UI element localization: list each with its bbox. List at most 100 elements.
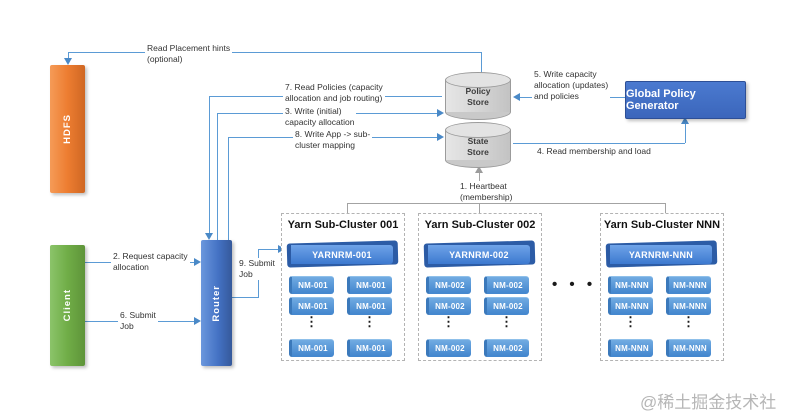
client-label: Client	[62, 289, 73, 322]
edge-label-request-capacity: 2. Request capacity allocation	[111, 251, 190, 274]
nm-label: NM-001	[356, 302, 386, 311]
sub-cluster-002: Yarn Sub-Cluster 002 YARNRM-002 NM-002 N…	[418, 213, 542, 361]
horizontal-ellipsis: • • •	[552, 276, 597, 293]
nm-label: NM-NNN	[673, 281, 707, 290]
nm-box: NM-002	[484, 276, 529, 294]
gpg-label: Global Policy Generator	[626, 88, 696, 112]
edge-label-read-placement: Read Placement hints (optional)	[145, 43, 233, 66]
nm-label: NM-002	[493, 281, 523, 290]
connector-write-initial-v	[217, 113, 218, 240]
nm-label: NM-002	[435, 302, 465, 311]
watermark: @稀土掘金技术社区	[640, 393, 777, 412]
arrowhead-into-router	[205, 233, 213, 240]
arrowhead-into-state-store	[437, 133, 444, 141]
nm-box: NM-001	[289, 339, 334, 357]
nm-label: NM-001	[356, 344, 386, 353]
arrowhead-into-gpg	[681, 117, 689, 124]
nm-label: NM-002	[435, 281, 465, 290]
sub-cluster-title: Yarn Sub-Cluster 002	[424, 219, 536, 231]
nm-label: NM-NNN	[673, 344, 707, 353]
sub-cluster-title: Yarn Sub-Cluster 001	[287, 219, 399, 231]
edge-label-write-initial: 3. Write (initial) capacity allocation	[283, 106, 357, 129]
vertical-ellipsis: ⋮	[442, 314, 455, 329]
connector-read-placement-v	[481, 52, 482, 74]
nm-label: NM-001	[356, 281, 386, 290]
nm-label: NM-NNN	[615, 281, 649, 290]
connector-read-membership-h	[513, 143, 685, 144]
router-node: Router	[201, 240, 232, 366]
edge-label-submit-job-client: 6. Submit Job	[118, 310, 158, 333]
cylinder-top	[445, 72, 511, 88]
edge-label-submit-job-router: 9. Submit Job	[237, 258, 277, 281]
client-node: Client	[50, 245, 85, 366]
nm-box: NM-NNN	[666, 297, 711, 315]
nm-box: NM-001	[347, 297, 392, 315]
arrowhead-into-policy-store-right	[513, 93, 520, 101]
edge-label-write-app-mapping: 8. Write App -> sub- cluster mapping	[293, 129, 373, 152]
sub-cluster-nnn: Yarn Sub-Cluster NNN YARNRM-NNN NM-NNN N…	[600, 213, 724, 361]
nm-label: NM-NNN	[615, 344, 649, 353]
heartbeat-bus	[347, 203, 665, 204]
edge-label-read-membership: 4. Read membership and load	[535, 146, 653, 158]
vertical-ellipsis: ⋮	[363, 314, 376, 329]
nm-box: NM-NNN	[608, 276, 653, 294]
arrowhead-into-hdfs	[64, 58, 72, 65]
arrowhead-submit-into-router	[194, 317, 201, 325]
sub-cluster-title: Yarn Sub-Cluster NNN	[603, 219, 721, 231]
vertical-ellipsis: ⋮	[682, 314, 695, 329]
nm-box: NM-002	[426, 297, 471, 315]
state-store-label: State Store	[467, 136, 489, 157]
edge-label-write-capacity: 5. Write capacity allocation (updates) a…	[532, 69, 611, 103]
yarnrm-label: YARNRM-002	[449, 249, 509, 260]
arrowhead-into-policy-store	[437, 109, 444, 117]
nm-label: NM-001	[298, 281, 328, 290]
hdfs-node: HDFS	[50, 65, 85, 193]
connector-submit-job-router-h2	[258, 249, 279, 250]
connector-submit-job-router-h1	[232, 297, 259, 298]
nm-box: NM-002	[426, 339, 471, 357]
connector-read-placement-h	[68, 52, 481, 53]
connector-write-app-v	[228, 137, 229, 240]
heartbeat-drop-002	[479, 173, 480, 244]
policy-store-cylinder: Policy Store	[445, 72, 511, 120]
nm-label: NM-002	[493, 344, 523, 353]
vertical-ellipsis: ⋮	[500, 314, 513, 329]
hdfs-label: HDFS	[62, 114, 73, 144]
yarnrm-label: YARNRM-NNN	[628, 249, 694, 260]
nm-box: NM-001	[289, 276, 334, 294]
yarnrm-box: YARNRM-002	[425, 245, 530, 264]
yarnrm-label: YARNRM-001	[312, 249, 372, 260]
vertical-ellipsis: ⋮	[624, 314, 637, 329]
nm-box: NM-002	[484, 297, 529, 315]
nm-box: NM-NNN	[666, 339, 711, 357]
nm-label: NM-NNN	[673, 302, 707, 311]
nm-box: NM-001	[347, 276, 392, 294]
yarnrm-box: YARNRM-NNN	[607, 245, 712, 264]
state-store-cylinder: State Store	[445, 122, 511, 168]
nm-box: NM-001	[289, 297, 334, 315]
vertical-ellipsis: ⋮	[305, 314, 318, 329]
arrowhead-request-into-router	[194, 258, 201, 266]
nm-box: NM-NNN	[666, 276, 711, 294]
nm-box: NM-002	[426, 276, 471, 294]
nm-label: NM-NNN	[615, 302, 649, 311]
nm-label: NM-001	[298, 344, 328, 353]
connector-read-policies-v	[209, 96, 210, 233]
router-label: Router	[211, 284, 222, 322]
nm-box: NM-001	[347, 339, 392, 357]
edge-label-read-policies: 7. Read Policies (capacity allocation an…	[283, 82, 385, 105]
policy-store-label: Policy Store	[465, 86, 491, 107]
nm-label: NM-002	[493, 302, 523, 311]
nm-box: NM-NNN	[608, 339, 653, 357]
cylinder-top	[445, 122, 511, 138]
nm-label: NM-001	[298, 302, 328, 311]
sub-cluster-001: Yarn Sub-Cluster 001 YARNRM-001 NM-001 N…	[281, 213, 405, 361]
nm-label: NM-002	[435, 344, 465, 353]
nm-box: NM-NNN	[608, 297, 653, 315]
edge-label-heartbeat: 1. Heartbeat (membership)	[458, 181, 515, 204]
global-policy-generator-node: Global Policy Generator	[625, 81, 746, 119]
connector-read-membership-v	[685, 123, 686, 143]
arrowhead-heartbeat-into-state-store	[475, 166, 483, 173]
yarnrm-box: YARNRM-001	[288, 245, 393, 264]
